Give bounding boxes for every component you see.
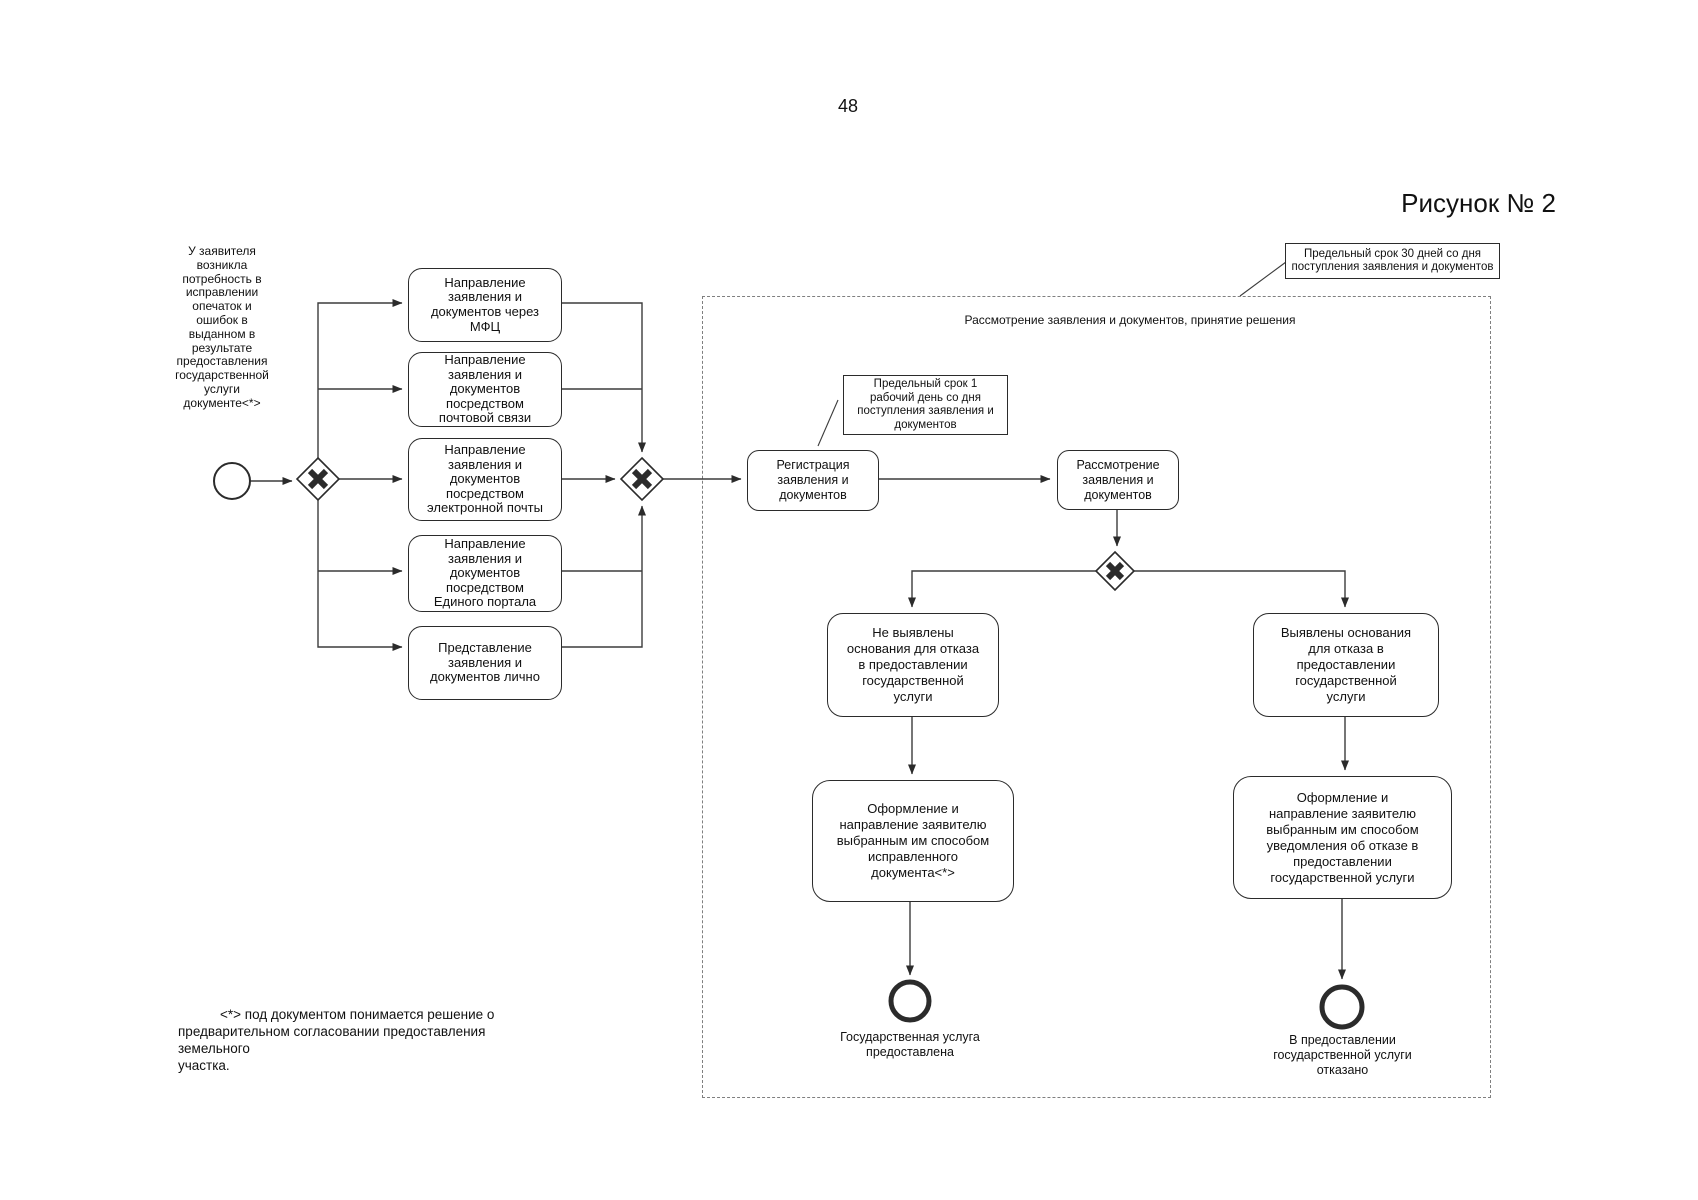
end-label-provided: Государственная услуга предоставлена: [840, 1030, 980, 1059]
connector: [317, 299, 403, 458]
annotation-text: Предельный срок 30 дней со дня поступлен…: [1291, 247, 1494, 274]
process-group-frame: [702, 296, 1491, 1098]
exclusive-gateway-split-icon: [295, 456, 341, 502]
task-label: Регистрация заявления и документов: [776, 458, 850, 502]
annotation-deadline-30-days: Предельный срок 30 дней со дня поступлен…: [1285, 243, 1500, 279]
connector: [560, 302, 646, 453]
task-channel-in-person: Представление заявления и документов лич…: [408, 626, 562, 700]
exclusive-gateway-merge-icon: [619, 456, 665, 502]
task-label: Направление заявления и документов посре…: [427, 442, 543, 516]
task-no-refusal-grounds: Не выявлены основания для отказа в предо…: [827, 613, 999, 717]
task-label: Рассмотрение заявления и документов: [1076, 457, 1160, 502]
task-channel-mfc: Направление заявления и документов через…: [408, 268, 562, 342]
task-channel-portal: Направление заявления и документов посре…: [408, 535, 562, 612]
task-label: Представление заявления и документов лич…: [430, 640, 540, 685]
footnote: <*> под документом понимается решение о …: [178, 1007, 495, 1073]
annotation-deadline-1-day: Предельный срок 1 рабочий день со дня по…: [843, 375, 1008, 435]
start-event: [213, 462, 251, 500]
task-label: Не выявлены основания для отказа в предо…: [846, 625, 980, 704]
start-condition-note: У заявителя возникла потребность в испра…: [175, 244, 269, 410]
end-label-refused: В предоставлении государственной услуги …: [1273, 1033, 1412, 1077]
task-label: Оформление и направление заявителю выбра…: [836, 801, 990, 880]
task-label: Направление заявления и документов посре…: [433, 536, 537, 610]
task-channel-post: Направление заявления и документов посре…: [408, 352, 562, 427]
task-consideration: Рассмотрение заявления и документов: [1057, 450, 1179, 510]
task-label: Выявлены основания для отказа в предоста…: [1280, 625, 1412, 704]
page-number: 48: [837, 96, 859, 116]
task-label: Направление заявления и документов посре…: [438, 352, 532, 426]
task-registration: Регистрация заявления и документов: [747, 450, 879, 511]
task-send-corrected-document: Оформление и направление заявителю выбра…: [812, 780, 1014, 902]
task-send-refusal-notice: Оформление и направление заявителю выбра…: [1233, 776, 1452, 899]
connector: [560, 505, 646, 648]
connector: [317, 500, 403, 651]
task-label: Направление заявления и документов через…: [430, 274, 540, 334]
task-channel-email: Направление заявления и документов посре…: [408, 438, 562, 521]
association-line: [1239, 261, 1287, 297]
process-group-label: Рассмотрение заявления и документов, при…: [964, 313, 1296, 327]
annotation-text: Предельный срок 1 рабочий день со дня по…: [857, 378, 994, 431]
figure-title: Рисунок № 2: [1401, 188, 1556, 218]
task-refusal-grounds: Выявлены основания для отказа в предоста…: [1253, 613, 1439, 717]
task-label: Оформление и направление заявителю выбра…: [1266, 789, 1419, 885]
